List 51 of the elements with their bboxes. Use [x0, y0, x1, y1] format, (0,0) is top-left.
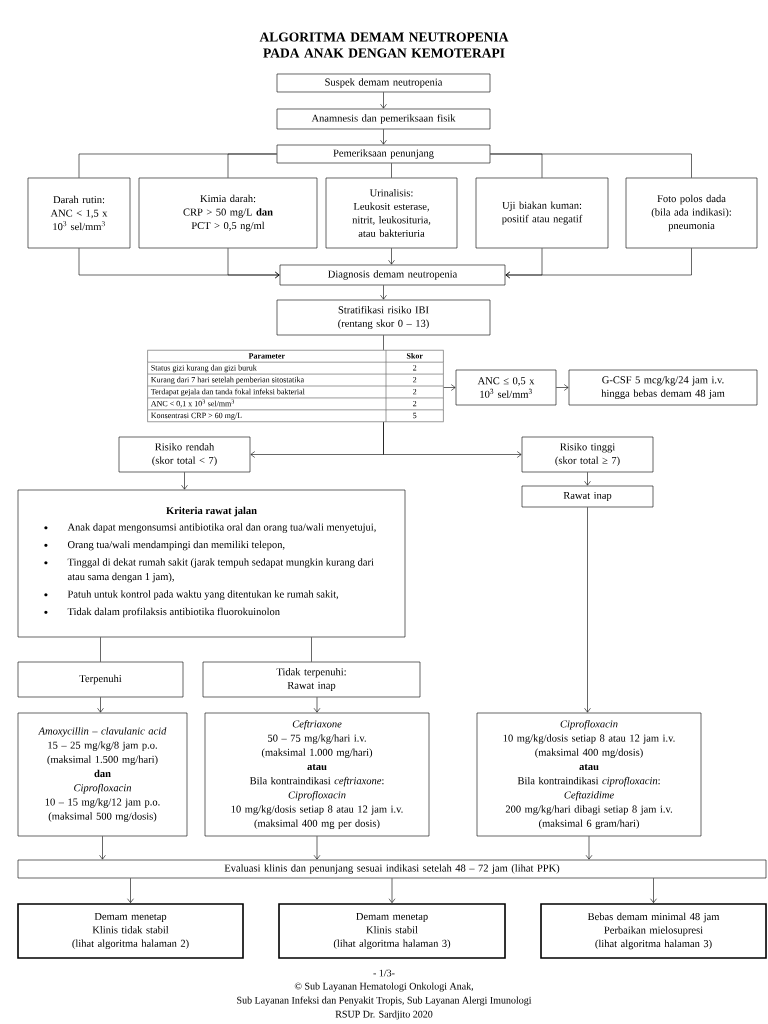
footer-text: © Sub Layanan Hematologi Onkologi Anak,: [294, 982, 473, 992]
process-box: Stratifikasi risiko IBI (rentang skor 0 – 13): [276, 299, 491, 336]
footer-text: - 1/3-: [373, 969, 395, 977]
process-box: Darah rutin: ANC < 1,5 x 10$^{3}$ sel/mm$^{3}$: [27, 177, 131, 249]
therapy-box: Ciprofloxacin 10 mg/kg/dosis setiap 8 atau 12 jam i.v. (maksimal 400 mg/dosis) atau Bila kontraindikasi ciprofloxacin: Ceftazidime 200 mg/kg/hari dibagi setiap 8 jam i.v. (maksimal 6 gram/hari): [476, 712, 702, 837]
process-box: Terpenuhi: [17, 661, 184, 698]
arrow: [97, 697, 104, 713]
process-box: Diagnosis demam neutropenia: [279, 264, 506, 286]
process-box: Suspek demam neutropenia: [276, 73, 491, 93]
arrow: [313, 697, 321, 713]
arrow: [127, 878, 134, 903]
process-box: ANC ≤ 0,5 x 10$^{3}$ sel/mm$^{3}$: [455, 369, 557, 406]
process-box: Rawat inap: [521, 485, 654, 508]
process-box: Anamnesis dan pemeriksaan fisik: [276, 108, 491, 130]
arrow: [388, 878, 396, 903]
process-box: Evaluasi klinis dan penunjang sesuai indikasi setelah 48 – 72 jam (lihat PPK): [17, 859, 767, 879]
process-box: Tidak terpenuhi: Rawat inap: [202, 661, 421, 698]
criteria-box: Kriteria rawat jalan Anak dapat mengonsumsi antibiotika oral dan orang tua/wali menyetujui, Orang tua/wali mendampingi dan memiliki telepon, Tinggal di dekat rumah sakit (jarak tempuh sedapat mungkin kurang dari atau sama dengan 1 jam), Patuh untuk kontrol pada waktu yang ditentukan ke rumah sakit, Tidak dalam profilaksis antibiotika fluorokuinolon: [17, 489, 406, 638]
footer-text: Sub Layanan Infeksi dan Penyakit Tropis, Sub Layanan Alergi Imunologi: [237, 996, 532, 1006]
process-box: G-CSF 5 mcg/kg/24 jam i.v. hingga bebas demam 48 jam: [568, 369, 758, 406]
process-box: Urinalisis: Leukosit esterase, nitrit, leukosituria, atau bakteriuria: [325, 177, 458, 249]
footer-text: RSUP Dr. Sardjito 2020: [335, 1010, 433, 1020]
arrow: [388, 248, 395, 265]
process-box: Foto polos dada (bila ada indikasi): pneumonia: [625, 177, 758, 249]
arrow: [313, 836, 321, 860]
process-box: Risiko tinggi (skor total ≥ 7): [521, 436, 654, 473]
arrow: [380, 92, 387, 109]
arrow: [380, 285, 387, 300]
process-box: Risiko rendah (skor total < 7): [118, 436, 251, 473]
arrow: [227, 248, 280, 279]
process-box: Uji biakan kuman: positif atau negatif: [475, 177, 609, 249]
therapy-box: Amoxycillin – clavulanic acid 15 – 25 mg/kg/8 jam p.o. (maksimal 1.500 mg/hari) dan Ciprofloxacin 10 – 15 mg/kg/12 jam p.o. (maksimal 500 mg/dosis): [17, 712, 188, 837]
arrow: [650, 878, 657, 903]
arrow: [505, 248, 692, 279]
arrow: [584, 472, 591, 486]
process-box: Kimia darah: CRP > 50 mg/L dan PCT > 0,5 ng/ml: [138, 177, 318, 249]
process-box: Bebas demam minimal 48 jam Perbaikan mielosupresi (lihat algoritma halaman 3): [540, 903, 767, 959]
arrow: [181, 472, 188, 490]
arrow: [584, 507, 591, 713]
arrow: [585, 836, 593, 860]
arrow: [443, 384, 456, 391]
arrow: [380, 129, 387, 145]
score-table: Parameter Skor Status gizi kurang dan gizi buruk 2 Kurang dari 7 hari setelah pemberian sitostatika 2 Terdapat gejala dan tanda fokal infeksi bakterial 2 ANC < 0,1 x 10$^{3}$ sel/mm$^{3}$ 2 Konsentrasi CRP > 60 mg/L 5: [147, 350, 444, 422]
arrow: [99, 836, 106, 860]
process-box: Demam menetap Klinis tidak stabil (lihat algoritma halaman 2): [17, 903, 244, 959]
title: ALGORITMA DEMAM NEUTROPENIA PADA ANAK DENGAN KEMOTERAPI: [259, 32, 509, 58]
process-box: Demam menetap Klinis stabil (lihat algoritma halaman 3): [278, 903, 506, 959]
process-box: Pemeriksaan penunjang: [276, 144, 491, 164]
arrow: [383, 421, 522, 458]
arrow: [556, 384, 569, 391]
therapy-box: Ceftriaxone 50 – 75 mg/kg/hari i.v. (maksimal 1.000 mg/hari) atau Bila kontraindikasi ceftriaxone: Ciprofloxacin 10 mg/kg/dosis setiap 8 atau 12 jam i.v. (maksimal 400 mg per dosis): [204, 712, 430, 837]
